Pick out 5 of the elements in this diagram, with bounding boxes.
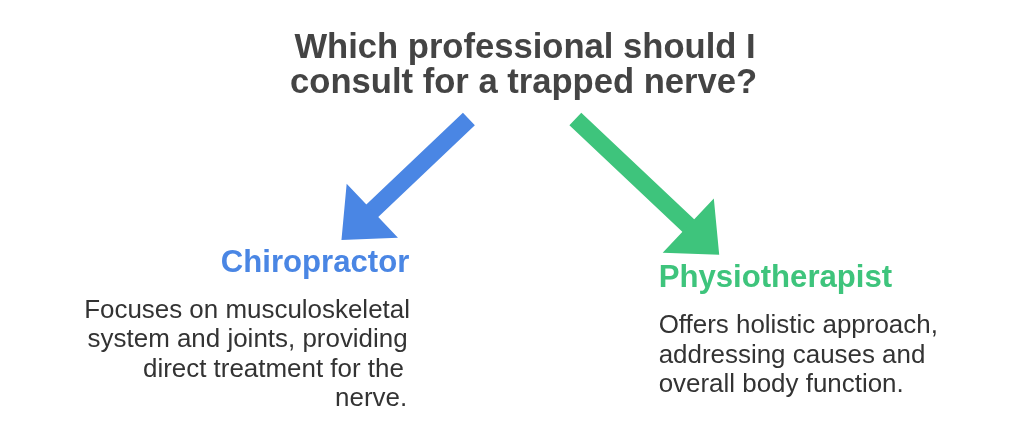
arrow [341,112,475,241]
node-text: Physiotherapist Offers holistic approach, addressing causes and overall body function. [658,259,938,398]
node-text: Chiropractor Focuses on musculoskeletal system and joints, providing direct treatment for the nerve. [84,243,410,412]
node-text: Which professional should I consult for a trapped nerve? [290,27,758,100]
arrow [569,112,720,255]
